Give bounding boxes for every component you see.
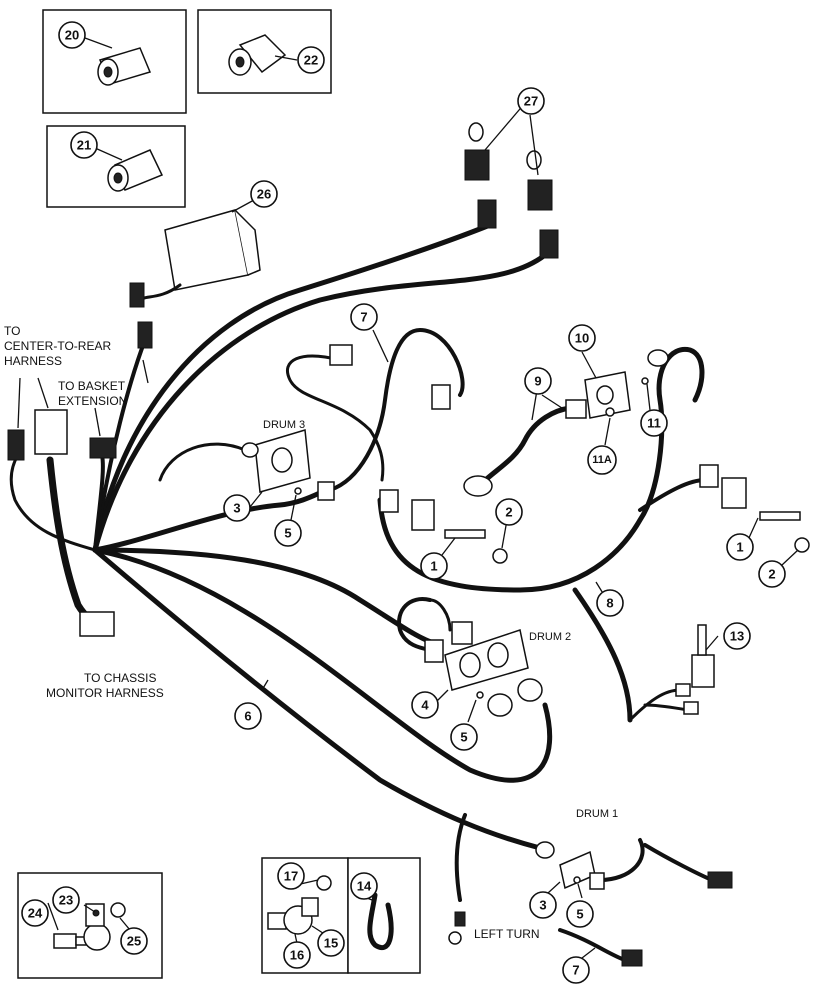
inset-parts-23-25 [17,872,163,979]
callout-23: 23 [52,886,80,914]
label-to-chassis: TO CHASSIS [84,671,156,685]
svg-text:7: 7 [572,963,579,978]
callout-4: 4 [411,691,439,719]
callout-2: 2 [495,498,523,526]
drum3-parts [241,429,335,501]
callout-7: 7 [562,956,590,984]
svg-text:24: 24 [28,906,43,921]
callout-27: 27 [517,87,545,115]
inset-part-21 [46,125,186,208]
label-left-turn: LEFT TURN [474,927,540,941]
callout-17: 17 [277,862,305,890]
svg-text:7: 7 [360,310,367,325]
callout-21: 21 [70,131,98,159]
label-to-center-rear: TO [4,324,20,338]
left-connectors [7,282,153,637]
label-drum1: DRUM 1 [576,808,618,820]
callout-5: 5 [566,900,594,928]
callout-14: 14 [350,872,378,900]
svg-text:2: 2 [768,567,775,582]
callout-24: 24 [21,899,49,927]
svg-text:2: 2 [505,505,512,520]
svg-text:5: 5 [576,907,583,922]
callout-8: 8 [596,589,624,617]
callout-11a: 11A [587,445,617,475]
label-to-chassis: MONITOR HARNESS [46,686,164,700]
callout-10: 10 [568,324,596,352]
svg-text:25: 25 [127,934,141,949]
callout-7: 7 [350,303,378,331]
label-to-basket: TO BASKET [58,379,126,393]
svg-text:5: 5 [284,526,291,541]
callout-13: 13 [723,622,751,650]
callout-9: 9 [524,367,552,395]
text-labels: TO CENTER-TO-REAR HARNESS TO BASKET EXTE… [4,324,618,941]
svg-text:23: 23 [59,893,73,908]
svg-text:13: 13 [730,629,744,644]
svg-text:6: 6 [244,709,251,724]
callout-16: 16 [283,941,311,969]
label-to-center-rear: HARNESS [4,354,62,368]
svg-text:5: 5 [460,730,467,745]
label-to-basket: EXTENSION [58,394,127,408]
connectors-27 [464,122,559,259]
svg-text:11A: 11A [592,454,612,466]
svg-text:3: 3 [539,898,546,913]
label-to-center-rear: CENTER-TO-REAR [4,339,111,353]
callout-22: 22 [297,46,325,74]
callout-3: 3 [529,891,557,919]
callout-6: 6 [234,702,262,730]
svg-text:22: 22 [304,53,318,68]
svg-text:14: 14 [357,879,372,894]
callout-2: 2 [758,560,786,588]
callout-3: 3 [223,494,251,522]
svg-text:1: 1 [430,559,437,574]
svg-text:4: 4 [421,698,429,713]
monitor-26 [138,209,261,302]
svg-text:27: 27 [524,94,538,109]
drum1-parts [448,841,733,967]
label-drum3: DRUM 3 [263,419,305,431]
sensor-9-and-bracket-10 [329,344,669,497]
callout-15: 15 [317,929,345,957]
svg-text:10: 10 [575,331,589,346]
relay-connectors [379,464,810,564]
callout-5: 5 [450,723,478,751]
svg-text:11: 11 [647,416,661,431]
svg-text:1: 1 [736,540,743,555]
callout-25: 25 [120,927,148,955]
switch-13 [675,624,715,715]
callout-20: 20 [58,21,86,49]
callout-1: 1 [420,552,448,580]
svg-text:9: 9 [534,374,541,389]
drum2-parts [424,621,543,717]
svg-text:17: 17 [284,869,298,884]
svg-text:26: 26 [257,187,271,202]
label-drum2: DRUM 2 [529,631,571,643]
harness-wires [9,222,714,962]
svg-text:21: 21 [77,138,91,153]
svg-text:15: 15 [324,936,338,951]
callout-26: 26 [250,180,278,208]
svg-text:8: 8 [606,596,613,611]
callout-5: 5 [274,519,302,547]
callout-1: 1 [726,533,754,561]
svg-text:3: 3 [233,501,240,516]
svg-text:16: 16 [290,948,304,963]
inset-part-20 [42,9,187,114]
inset-part-14 [347,857,421,974]
callout-11: 11 [640,409,668,437]
svg-text:20: 20 [65,28,79,43]
